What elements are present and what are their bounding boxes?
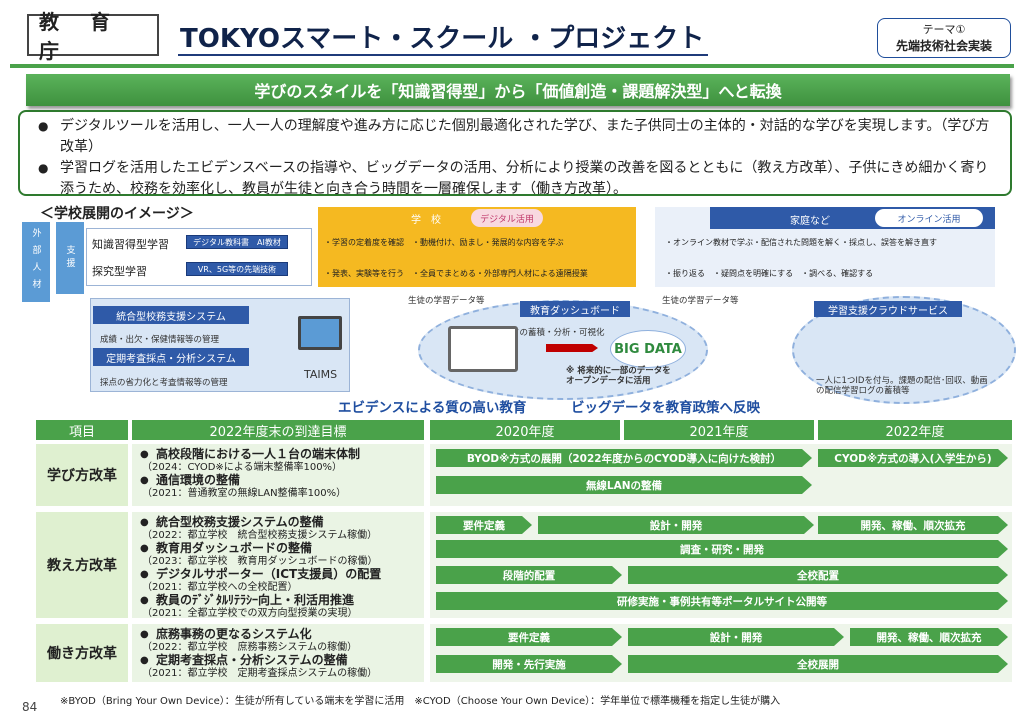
learning-data-left: 生徒の学習データ等 — [408, 296, 485, 306]
goal-sub: （2023：都立学校 教育用ダッシュボードの稼働） — [142, 556, 378, 567]
bar-w-requirements: 要件定義 — [436, 628, 622, 646]
bullet-2: 学習ログを活用したエビデンスベースの指導や、ビッグデータの活用、分析により授業の… — [38, 158, 1000, 200]
bar-cyod: CYOD※方式の導入(入学生から) — [818, 449, 1008, 467]
header-2022: 2022年度 — [818, 420, 1012, 440]
goals-working: 庶務事務の更なるシステム化 （2022：都立学校 庶務事務システムの稼働） 定期… — [132, 624, 424, 682]
footnote: ※BYOD（Bring Your Own Device）：生徒が所有している端末… — [60, 696, 781, 707]
goal-title: 高校段階における一人１台の端末体制 — [138, 448, 418, 462]
home-item-1: ・オンライン教材で学ぶ・配信された問題を解く・採点し、誤答を解き直す — [665, 238, 937, 247]
bar-training: 研修実施・事例共有等ポータルサイト公開等 — [436, 592, 1008, 610]
bullet-1: デジタルツールを活用し、一人一人の理解度や進み方に応じた個別最適化された学び、ま… — [38, 116, 1000, 158]
page-title: TOKYOスマート・スクール ・プロジェクト — [180, 24, 705, 54]
goal-title: 通信環境の整備 — [138, 474, 418, 488]
integrated-system-tag: 統合型校務支援システム — [93, 306, 249, 324]
exam-system-tag: 定期考査採点・分析システム — [93, 348, 249, 366]
bigdata-icon: BIG DATA — [610, 330, 686, 368]
bar-all-schools: 全校配置 — [628, 566, 1008, 584]
summary-bullets: デジタルツールを活用し、一人一人の理解度や進み方に応じた個別最適化された学び、ま… — [18, 110, 1012, 197]
header-goal: 2022年度末の到達目標 — [132, 420, 424, 440]
row-label-learning: 学び方改革 — [36, 444, 128, 506]
digital-use-pill: デジタル活用 — [471, 209, 543, 227]
bar-research: 調査・研究・開発 — [436, 540, 1008, 558]
goal-sub: （2022：都立学校 庶務事務システムの稼働） — [142, 642, 358, 653]
laptop-chart-icon — [448, 326, 518, 372]
bar-phased: 段階的配置 — [436, 566, 622, 584]
theme-badge: テーマ① 先端技術社会実装 — [877, 18, 1011, 58]
title-underline — [178, 54, 708, 56]
bar-deploy: 開発、稼働、順次拡充 — [818, 516, 1008, 534]
bar-requirements: 要件定義 — [436, 516, 532, 534]
monitor-icon — [298, 316, 342, 350]
integrated-system-desc: 成績・出欠・保健情報等の管理 — [100, 335, 220, 345]
evidence-caption: エビデンスによる質の高い教育 — [338, 400, 527, 416]
bar-design: 設計・開発 — [538, 516, 814, 534]
right-arrow-icon — [546, 344, 598, 352]
goal-title: 庶務事務の更なるシステム化 — [138, 628, 418, 642]
taims-label: TAIMS — [304, 368, 338, 381]
support-label: 支援 — [56, 222, 84, 294]
home-item-2: ・振り返る ・疑問点を明確にする ・調べる、確認する — [665, 269, 874, 278]
bigdata-caption: ビッグデータを教育政策へ反映 — [571, 400, 760, 416]
external-talent-label: 外部人材 — [22, 222, 50, 302]
bar-byod: BYOD※方式の展開（2022年度からのCYOD導入に向けた検討） — [436, 449, 812, 467]
goal-title: 統合型校務支援システムの整備 — [138, 516, 418, 530]
bar-w-rollout: 全校展開 — [628, 655, 1008, 673]
vr-5g-tag: VR、5G等の先端技術 — [186, 262, 288, 276]
header-item: 項目 — [36, 420, 128, 440]
cloud-service-label: 学習支援クラウドサービス — [814, 301, 962, 317]
school-label: 学 校 — [411, 214, 441, 226]
goals-learning: 高校段階における一人１台の端末体制 （2024：CYOD※による端末整備率100… — [132, 444, 424, 506]
online-use-pill: オンライン活用 — [875, 209, 983, 227]
page-number: 84 — [22, 700, 38, 714]
theme-line2: 先端技術社会実装 — [895, 39, 992, 53]
image-section-title: ＜学校展開のイメージ＞ — [40, 206, 194, 222]
theme-line1: テーマ① — [922, 23, 966, 36]
goal-sub: （2021：都立学校 定期考査採点システムの稼働） — [142, 668, 378, 679]
school-item-2: ・発表、実験等を行う ・全員でまとめる・外部専門人材による遠隔授業 — [324, 269, 588, 278]
bar-w-design: 設計・開発 — [628, 628, 844, 646]
learning-data-right: 生徒の学習データ等 — [662, 296, 739, 306]
open-data-note: ※ 将来的に一部のデータを オープンデータに活用 — [566, 366, 671, 386]
top-divider — [10, 64, 1014, 68]
bar-wireless: 無線LANの整備 — [436, 476, 812, 494]
goal-sub: （2024：CYOD※による端末整備率100%） — [142, 462, 343, 473]
goal-title: 教育用ダッシュボードの整備 — [138, 542, 418, 556]
cloud-service-desc: 一人に1つIDを付与。課題の配信･回収、動画の配信学習ログの蓄積等 — [816, 376, 988, 396]
banner: 学びのスタイルを「知識習得型」から「価値創造・課題解決型」へと転換 — [26, 74, 1010, 106]
bar-w-deploy: 開発、稼働、順次拡充 — [850, 628, 1008, 646]
row-label-working: 働き方改革 — [36, 624, 128, 682]
dashboard-label: 教育ダッシュボード — [520, 301, 630, 317]
home-header: 家庭など オンライン活用 — [710, 207, 995, 229]
inquiry-learning-label: 探究型学習 — [92, 265, 147, 278]
exam-system-desc: 採点の省力化と考査情報等の管理 — [100, 378, 228, 388]
dashboard-desc: データの蓄積・分析・可視化 — [494, 328, 605, 338]
knowledge-learning-label: 知識習得型学習 — [92, 238, 169, 251]
goal-title: デジタルサポーター（ICT支援員）の配置 — [138, 568, 418, 582]
agency-label: 教 育 庁 — [27, 10, 159, 63]
bar-w-pilot: 開発・先行実施 — [436, 655, 622, 673]
digital-textbook-tag: デジタル教科書 AI教材 — [186, 235, 288, 249]
goal-title: 教員のﾃﾞｼﾞﾀﾙﾘﾃﾗｼｰ向上・利活用推進 — [138, 594, 418, 608]
goal-title: 定期考査採点・分析システムの整備 — [138, 654, 418, 668]
school-header: 学 校 デジタル活用 — [318, 207, 636, 229]
goals-teaching: 統合型校務支援システムの整備 （2022：都立学校 統合型校務支援システム稼働）… — [132, 512, 424, 619]
goal-sub: （2022：都立学校 統合型校務支援システム稼働） — [142, 530, 378, 541]
row-label-teaching: 教え方改革 — [36, 512, 128, 618]
header-2020: 2020年度 — [430, 420, 620, 440]
header-2021: 2021年度 — [624, 420, 814, 440]
goal-sub: （2021：普通教室の無線LAN整備率100%） — [142, 488, 347, 499]
home-label: 家庭など — [790, 216, 830, 227]
goal-sub: （2021：全都立学校での双方向型授業の実現） — [142, 608, 358, 619]
goal-sub: （2021：都立学校への全校配置） — [142, 582, 298, 593]
learning-box — [86, 228, 312, 286]
school-item-1: ・学習の定着度を確認 ・動機付け、励まし・発展的な内容を学ぶ — [324, 238, 564, 247]
